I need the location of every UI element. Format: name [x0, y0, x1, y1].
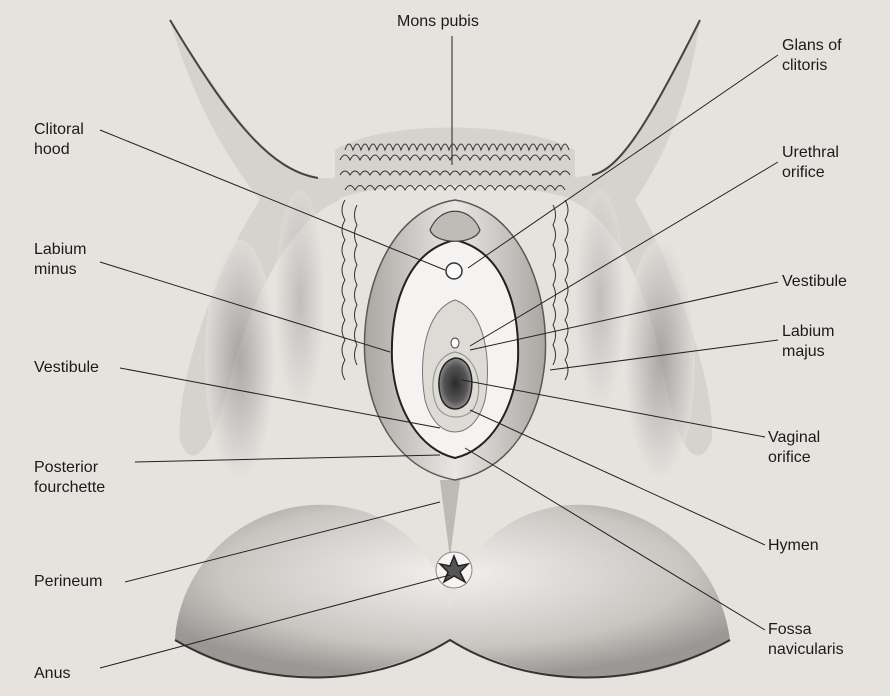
label-anus: Anus [34, 664, 70, 684]
label-posterior-fourchette: Posterior fourchette [34, 458, 105, 498]
label-mons-pubis: Mons pubis [397, 12, 479, 32]
left-inner-shadow [205, 240, 275, 480]
label-perineum: Perineum [34, 572, 102, 592]
label-vestibule-left: Vestibule [34, 358, 99, 378]
label-glans-of-clitoris: Glans of clitoris [782, 36, 842, 76]
label-fossa-navicularis: Fossa navicularis [768, 620, 844, 660]
vaginal-orifice [439, 358, 472, 409]
label-labium-minus: Labium minus [34, 240, 86, 280]
glans-of-clitoris [446, 263, 462, 279]
label-urethral-orifice: Urethral orifice [782, 143, 839, 183]
label-vestibule-right: Vestibule [782, 272, 847, 292]
label-clitoral-hood: Clitoral hood [34, 120, 84, 160]
left-crease-shadow [275, 190, 325, 410]
right-crease-shadow [575, 190, 625, 410]
urethral-orifice [451, 338, 459, 348]
right-inner-shadow [625, 240, 695, 480]
label-hymen: Hymen [768, 536, 819, 556]
label-labium-majus: Labium majus [782, 322, 834, 362]
label-vaginal-orifice: Vaginal orifice [768, 428, 820, 468]
